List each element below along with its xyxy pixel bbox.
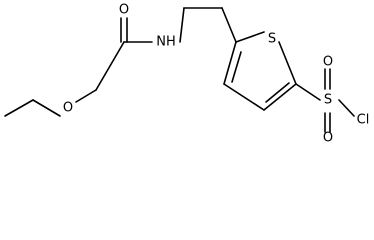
bond-ring-s-c5 [278, 41, 297, 85]
bond-ring-double-c4-c5-inner [265, 82, 290, 103]
bond-ethyl-ch3-ch2 [4, 99, 34, 117]
bond-ether-o-ch2 [75, 89, 97, 103]
bond-ring-c4-c3 [223, 83, 265, 111]
bond-ring-double-c2-c3-inner [231, 51, 242, 83]
atom-label-thiophene-sulfur: S [268, 32, 276, 47]
bond-sulfonyl-cl [338, 99, 355, 117]
atom-label-sulfonyl-sulfur: S [324, 93, 332, 108]
bond-ch2-carbonyl [95, 41, 125, 91]
chemical-structure-diagram: O NH O S S O O Cl [4, 3, 370, 146]
bond-ch2-thiophene [221, 7, 237, 43]
atom-label-carbonyl-oxygen: O [119, 3, 129, 18]
atom-label-amide-nh: NH [156, 35, 176, 50]
bond-thiophene-sulfonyl [295, 83, 321, 101]
atom-label-ether-oxygen: O [63, 101, 73, 116]
atom-label-chlorine: Cl [357, 113, 370, 128]
bond-ring-c2-s [235, 31, 265, 43]
atom-label-sulfonyl-oxygen-top: O [323, 55, 333, 70]
bond-ring-c5-c4 [263, 83, 297, 111]
bond-nh-ch2 [179, 7, 185, 43]
bond-ring-c3-c2 [223, 41, 237, 85]
atom-label-sulfonyl-oxygen-bottom: O [323, 131, 333, 146]
bond-ethyl-ch2-o [32, 99, 61, 117]
